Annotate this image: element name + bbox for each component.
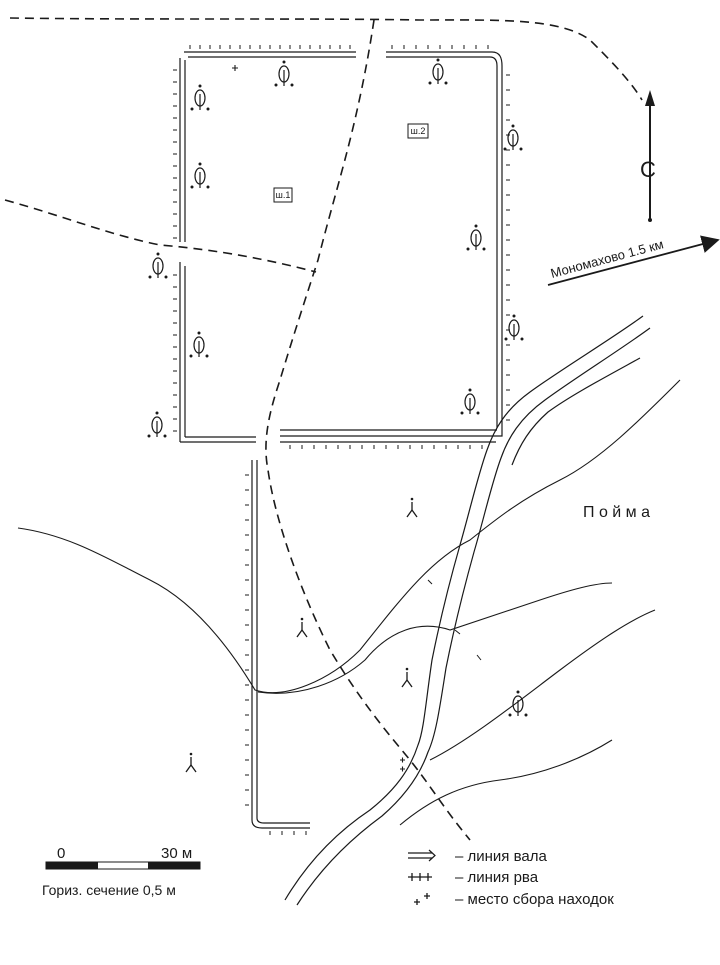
ditch-symbol-icon [408, 873, 432, 881]
contour-line-south [399, 739, 613, 826]
find-spot-icon [232, 65, 238, 71]
svg-text:– линия вала: – линия вала [455, 848, 547, 865]
tree-icon [427, 57, 449, 86]
path-cross-west [4, 199, 317, 273]
contour-note: Гориз. сечение 0,5 м [42, 882, 176, 898]
ramparts [179, 51, 503, 829]
tree-icon [147, 251, 169, 280]
finds-symbol-icon [414, 893, 430, 905]
stream-bank-2 [296, 327, 651, 906]
tree-icon [502, 123, 524, 152]
shrub-icon [401, 667, 413, 688]
rampart-south-extension [251, 460, 310, 829]
pit-label-2: ш.2 [411, 126, 426, 136]
legend-item-rampart: – линия вала [408, 848, 547, 865]
tree-icon [189, 83, 211, 112]
path-top [9, 17, 643, 101]
contour-lines [17, 379, 681, 826]
stream [284, 315, 651, 906]
legend-item-ditch: – линия рва [408, 869, 539, 886]
rampart-symbol-icon [408, 852, 432, 859]
trees [146, 57, 529, 718]
tree-icon [503, 313, 525, 342]
tree-icon [459, 387, 481, 416]
ditch-ticks [173, 45, 510, 835]
pit-label-1: ш.1 [276, 190, 291, 200]
paths [4, 17, 643, 841]
floodplain-label: П о й м а [583, 504, 650, 521]
north-arrow: С [640, 90, 656, 222]
tree-icon [188, 330, 210, 359]
tree-icon [273, 59, 295, 88]
stream-bank-1 [284, 315, 644, 901]
svg-text:– линия рва: – линия рва [455, 869, 539, 886]
direction-arrow: Мономахово 1.5 км [547, 235, 720, 286]
contour-line-west [17, 379, 681, 694]
tree-icon [507, 689, 529, 718]
scale-end: 30 м [161, 845, 192, 862]
tree-icon [189, 161, 211, 190]
find-spot-icon [400, 757, 405, 772]
scale-start: 0 [57, 845, 65, 862]
svg-text:– место сбора находок: – место сбора находок [455, 891, 614, 908]
excavation-pit-2: ш.2 [407, 123, 429, 139]
shrub-icon [406, 497, 418, 518]
tree-icon [465, 223, 487, 252]
shrubs [185, 497, 418, 773]
find-spots [232, 65, 405, 772]
north-label: С [640, 157, 656, 182]
contour-line-east [429, 609, 656, 761]
legend-item-finds: – место сбора находок [414, 891, 614, 908]
shrub-icon [185, 752, 197, 773]
tree-icon [146, 410, 168, 439]
scale-bar: 0 30 м [45, 845, 201, 870]
rampart-north-east [386, 51, 503, 67]
contour-line-middle [257, 582, 613, 694]
excavation-pit-1: ш.1 [273, 187, 293, 203]
path-main [265, 19, 471, 841]
stream-bank-3 [511, 357, 641, 466]
legend: – линия вала – линия рва – место сбора н… [408, 848, 614, 908]
shrub-icon [296, 617, 308, 638]
